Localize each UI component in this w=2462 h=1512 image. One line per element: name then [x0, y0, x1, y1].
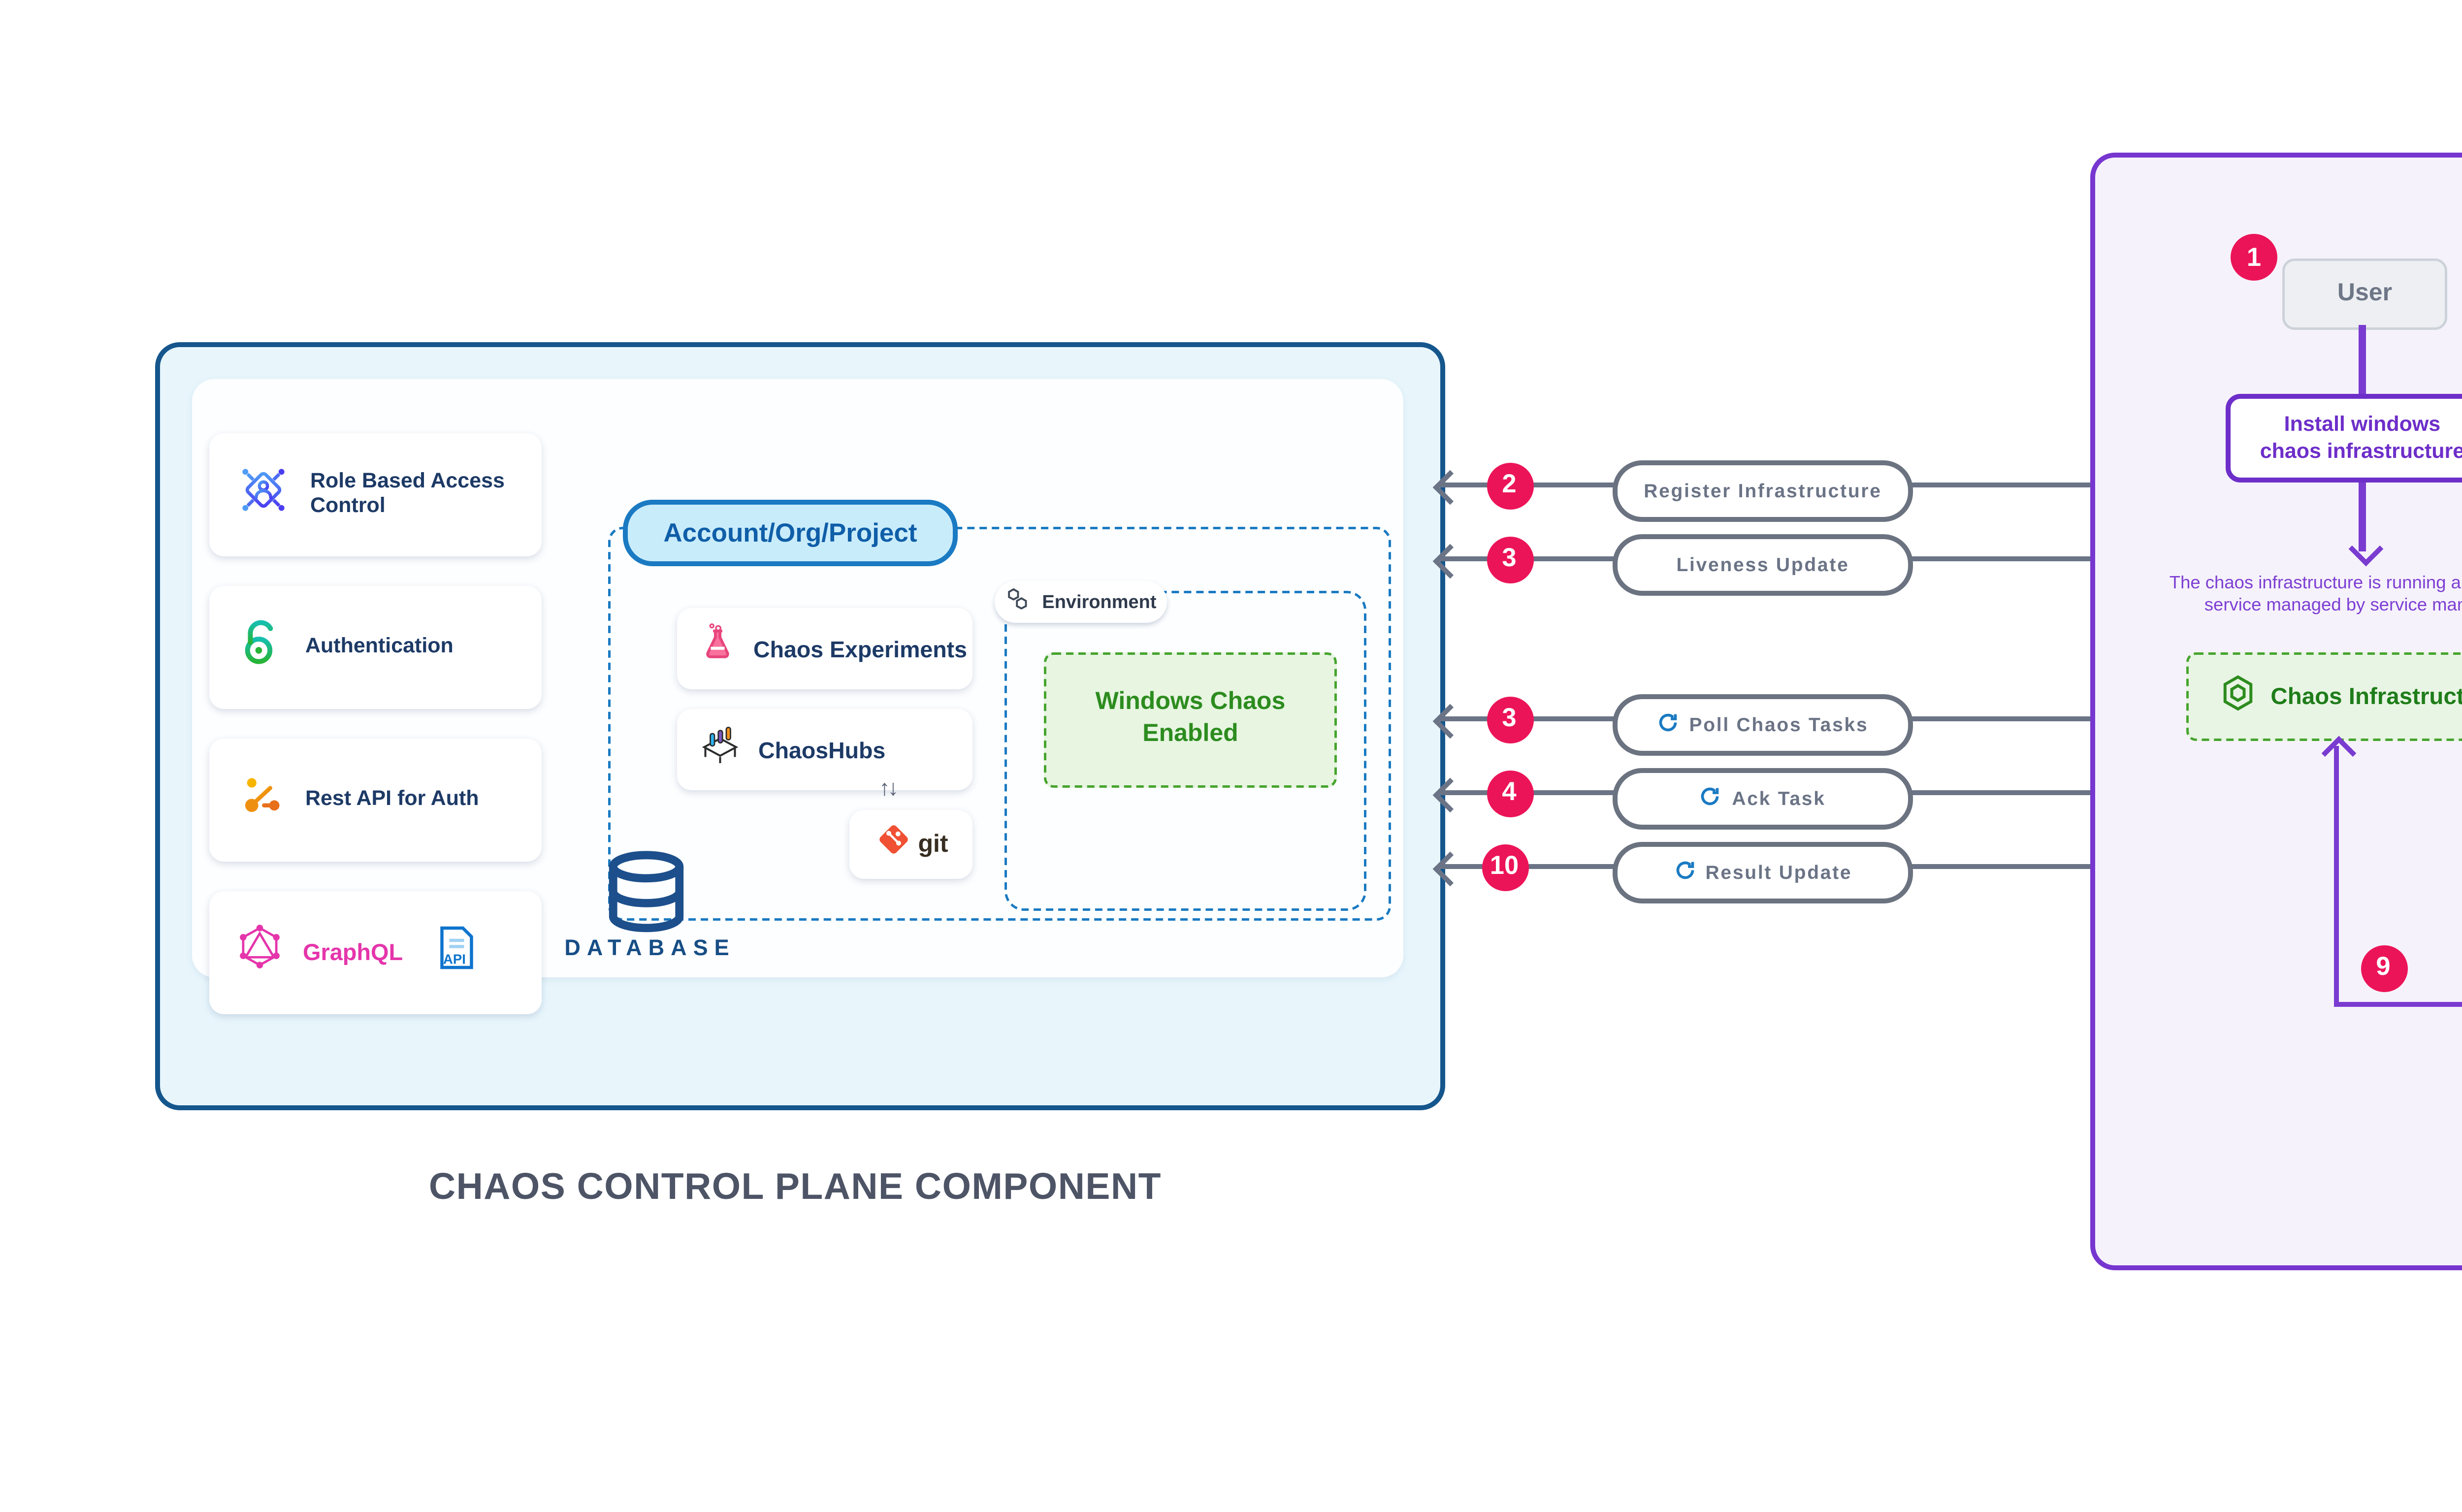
infra-note: The chaos infrastructure is running and …	[2169, 571, 2462, 617]
chaoshubs-label: ChaosHubs	[758, 737, 886, 762]
connector-line	[2332, 746, 2338, 1007]
graphql-icon	[236, 923, 283, 982]
chaos-experiments-label: Chaos Experiments	[753, 636, 968, 661]
connector-line	[2359, 325, 2365, 394]
control-plane-title: CHAOS CONTROL PLANE COMPONENT	[428, 1167, 1162, 1209]
graphql-card: GraphQL API	[209, 891, 542, 1014]
result-update-pill: Result Update	[1613, 840, 1913, 902]
step-badge: 3	[1486, 535, 1533, 582]
git-label: git	[918, 831, 948, 858]
ack-task-pill: Ack Task	[1613, 767, 1913, 829]
database-icon	[601, 849, 692, 950]
register-infrastructure-pill: Register Infrastructure	[1613, 459, 1913, 521]
git-icon	[874, 819, 913, 870]
hexagons-icon	[1005, 586, 1032, 618]
graphql-label: GraphQL	[303, 936, 403, 964]
step-badge: 10	[1481, 843, 1528, 890]
sync-icon	[1700, 775, 1722, 820]
chaoshubs-icon	[699, 723, 741, 777]
step-badge: 1	[2231, 234, 2277, 281]
arrow-up-icon	[2320, 736, 2356, 771]
chaos-infrastructure-box: Chaos Infrastructure	[2186, 652, 2462, 741]
account-org-project-label: Account/Org/Project	[663, 518, 917, 548]
sync-icon	[1674, 849, 1696, 894]
connector-line	[2359, 483, 2365, 551]
chaos-infra-hexagon-icon	[2221, 675, 2256, 719]
windows-chaos-enabled-label: Windows Chaos Enabled	[1095, 689, 1286, 747]
rbac-card: Role Based Access Control	[209, 433, 542, 556]
account-org-project-box	[608, 527, 1391, 921]
environment-label: Environment	[1042, 591, 1157, 613]
chaoshubs-card: ChaosHubs	[677, 709, 972, 790]
git-card: git	[849, 810, 972, 879]
chaos-experiments-card: Chaos Experiments	[677, 608, 972, 689]
svg-text:API: API	[442, 950, 465, 965]
arrow-down-icon	[2347, 531, 2382, 567]
account-org-project-pill: Account/Org/Project	[623, 500, 958, 566]
step-badge: 3	[1486, 695, 1533, 742]
rbac-label: Role Based Access Control	[310, 468, 505, 517]
user-box: User	[2282, 258, 2447, 330]
database-label: DATABASE	[564, 935, 736, 960]
poll-chaos-tasks-pill: Poll Chaos Tasks	[1613, 693, 1913, 755]
environment-pill: Environment	[995, 581, 1167, 623]
rbac-icon	[236, 462, 291, 528]
environment-box	[1004, 591, 1366, 911]
install-infra-box: Install windows chaos infrastructure	[2226, 394, 2462, 483]
sync-icon	[1657, 702, 1679, 746]
windows-chaos-enabled-box: Windows Chaos Enabled	[1044, 652, 1337, 788]
rest-api-icon	[236, 770, 286, 831]
flask-icon	[699, 623, 736, 675]
step-badge: 2	[1486, 461, 1533, 509]
liveness-update-pill: Liveness Update	[1613, 533, 1913, 595]
connector-line	[2332, 1001, 2462, 1007]
step-badge: 4	[1486, 769, 1533, 816]
authentication-label: Authentication	[305, 633, 454, 658]
execution-plane-panel: Experiments are conducted using PowerShe…	[2090, 153, 2462, 1270]
auth-lock-icon	[236, 614, 286, 681]
rest-api-card: Rest API for Auth	[209, 739, 542, 862]
step-badge: 9	[2360, 944, 2407, 991]
rest-api-label: Rest API for Auth	[305, 785, 479, 810]
authentication-card: Authentication	[209, 586, 542, 709]
git-sync-arrows-icon: ↑↓	[879, 775, 899, 800]
api-doc-icon: API	[437, 925, 474, 981]
execution-plane-title: CHAOS EXECUTION PLANE COMPONENT	[2090, 1342, 2462, 1383]
